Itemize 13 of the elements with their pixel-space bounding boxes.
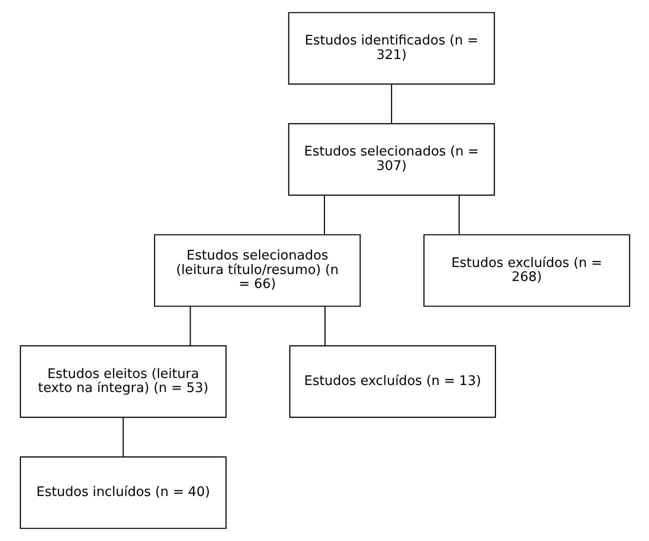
connector [390, 84, 392, 124]
node-box: Estudos excluídos (n = 13) [288, 345, 496, 418]
node-box: Estudos selecionados (leitura título/resumo) (n = 66) [154, 234, 360, 307]
connector [189, 306, 190, 346]
node-box: Estudos selecionados (n = 307) [288, 123, 494, 196]
connector [122, 417, 124, 457]
connector [324, 306, 326, 346]
connector [458, 195, 460, 234]
node-box: Estudos incluídos (n = 40) [19, 456, 226, 529]
connector [323, 195, 324, 234]
node-box: Estudos excluídos (n = 268) [422, 234, 630, 307]
node-box: Estudos eleitos (leitura texto na íntegra) (n = 53) [19, 345, 226, 418]
node-box: Estudos identificados (n = 321) [288, 12, 494, 85]
